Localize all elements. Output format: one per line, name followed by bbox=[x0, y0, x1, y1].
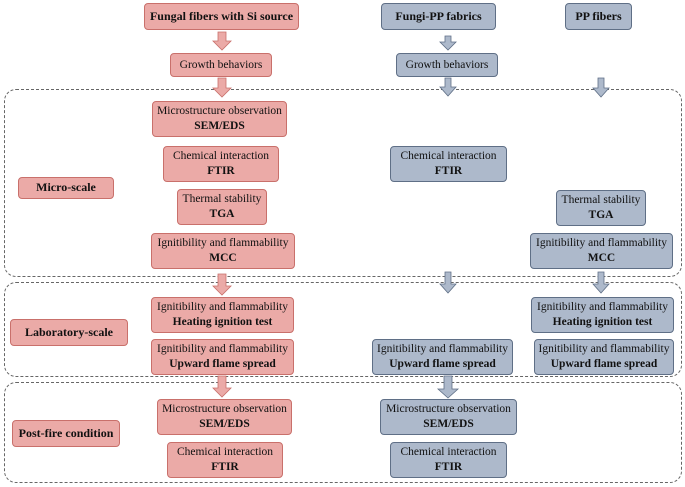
header-fungi-pp-label: Fungi-PP fabrics bbox=[395, 8, 482, 23]
micro-fungipp-chemical-method: FTIR bbox=[434, 165, 463, 177]
micro-pp-ignitibility-method: MCC bbox=[587, 252, 616, 264]
post-fungipp-microstructure-title: Microstructure observation bbox=[386, 403, 511, 416]
micro-fungal-microstructure-title: Microstructure observation bbox=[157, 105, 282, 118]
laboratory-scale-label: Laboratory-scale bbox=[25, 324, 113, 339]
micro-pp-thermal-method: TGA bbox=[588, 209, 614, 221]
arrow-fungal-3 bbox=[212, 273, 232, 296]
micro-pp-ignitibility-title: Ignitibility and flammability bbox=[536, 237, 667, 250]
arrow-fungipp-4 bbox=[436, 375, 460, 399]
lab-fungal-heating-ignition: Ignitibility and flammability Heating ig… bbox=[151, 297, 294, 333]
lab-fungipp-upward-flame: Ignitibility and flammability Upward fla… bbox=[372, 339, 513, 375]
post-fungipp-chemical: Chemical interaction FTIR bbox=[390, 442, 507, 478]
arrow-fungal-2 bbox=[212, 77, 232, 98]
lab-fungal-heating-method: Heating ignition test bbox=[172, 316, 273, 328]
lab-fungal-upward-title: Ignitibility and flammability bbox=[157, 343, 288, 356]
post-fungipp-microstructure-method: SEM/EDS bbox=[423, 418, 474, 430]
arrow-pp-1 bbox=[592, 77, 610, 98]
arrow-fungipp-3 bbox=[439, 271, 457, 294]
header-fungal-fibers-label: Fungal fibers with Si source bbox=[149, 8, 294, 23]
post-fungal-microstructure-title: Microstructure observation bbox=[162, 403, 287, 416]
arrow-fungipp-1 bbox=[439, 35, 457, 51]
lab-pp-upward-title: Ignitibility and flammability bbox=[538, 343, 670, 356]
header-fungi-pp-fabrics: Fungi-PP fabrics bbox=[381, 3, 496, 30]
fungipp-growth-behaviors: Growth behaviors bbox=[396, 53, 498, 77]
arrow-fungipp-2 bbox=[439, 77, 457, 97]
micro-fungal-ignitibility-method: MCC bbox=[209, 252, 237, 264]
micro-pp-ignitibility: Ignitibility and flammability MCC bbox=[530, 233, 673, 269]
lab-fungal-heating-title: Ignitibility and flammability bbox=[157, 301, 288, 314]
micro-scale-label: Micro-scale bbox=[36, 180, 96, 195]
micro-fungal-chemical-method: FTIR bbox=[207, 165, 235, 177]
micro-fungal-ignitibility: Ignitibility and flammability MCC bbox=[151, 233, 295, 269]
lab-pp-heating-ignition: Ignitibility and flammability Heating ig… bbox=[531, 297, 674, 333]
fungal-growth-label: Growth behaviors bbox=[179, 58, 263, 71]
post-fungal-microstructure: Microstructure observation SEM/EDS bbox=[157, 399, 292, 435]
micro-fungal-thermal-title: Thermal stability bbox=[182, 193, 262, 206]
laboratory-scale-section bbox=[4, 282, 682, 377]
micro-fungal-ignitibility-title: Ignitibility and flammability bbox=[157, 237, 289, 250]
header-fungal-fibers: Fungal fibers with Si source bbox=[144, 3, 299, 30]
post-fungipp-chemical-method: FTIR bbox=[434, 461, 463, 473]
arrow-fungal-1 bbox=[212, 31, 232, 51]
micro-fungal-thermal-method: TGA bbox=[209, 208, 235, 220]
lab-fungal-upward-flame: Ignitibility and flammability Upward fla… bbox=[151, 339, 294, 375]
lab-fungipp-upward-method: Upward flame spread bbox=[389, 358, 496, 370]
lab-pp-heating-method: Heating ignition test bbox=[552, 316, 653, 328]
micro-pp-thermal: Thermal stability TGA bbox=[556, 190, 646, 226]
post-fire-section bbox=[4, 382, 682, 483]
section-label-laboratory-scale: Laboratory-scale bbox=[10, 319, 128, 346]
micro-fungal-microstructure: Microstructure observation SEM/EDS bbox=[152, 101, 287, 137]
post-fungipp-chemical-title: Chemical interaction bbox=[400, 446, 497, 459]
header-pp-label: PP fibers bbox=[575, 8, 622, 23]
lab-fungipp-upward-title: Ignitibility and flammability bbox=[377, 343, 508, 356]
post-fire-label: Post-fire condition bbox=[18, 425, 114, 440]
fungipp-growth-label: Growth behaviors bbox=[405, 58, 489, 71]
micro-fungipp-chemical-title: Chemical interaction bbox=[400, 150, 497, 163]
lab-pp-upward-flame: Ignitibility and flammability Upward fla… bbox=[534, 339, 674, 375]
micro-fungal-chemical-title: Chemical interaction bbox=[172, 150, 270, 163]
lab-pp-upward-method: Upward flame spread bbox=[550, 358, 658, 370]
micro-fungal-thermal: Thermal stability TGA bbox=[177, 189, 267, 225]
post-fungal-chemical-title: Chemical interaction bbox=[176, 446, 274, 459]
post-fungal-chemical: Chemical interaction FTIR bbox=[167, 442, 283, 478]
micro-fungal-chemical: Chemical interaction FTIR bbox=[163, 146, 279, 182]
fungal-growth-behaviors: Growth behaviors bbox=[170, 53, 272, 77]
section-label-post-fire: Post-fire condition bbox=[12, 420, 120, 447]
lab-pp-heating-title: Ignitibility and flammability bbox=[537, 301, 668, 314]
header-pp-fibers: PP fibers bbox=[565, 3, 632, 30]
post-fungal-microstructure-method: SEM/EDS bbox=[199, 418, 250, 430]
arrow-pp-2 bbox=[592, 271, 610, 294]
arrow-fungal-4 bbox=[212, 375, 232, 398]
post-fungal-chemical-method: FTIR bbox=[211, 461, 239, 473]
section-label-micro-scale: Micro-scale bbox=[18, 177, 114, 199]
lab-fungal-upward-method: Upward flame spread bbox=[169, 358, 276, 370]
micro-scale-section bbox=[4, 89, 682, 277]
micro-fungal-microstructure-method: SEM/EDS bbox=[194, 120, 245, 132]
post-fungipp-microstructure: Microstructure observation SEM/EDS bbox=[380, 399, 517, 435]
micro-fungipp-chemical: Chemical interaction FTIR bbox=[390, 146, 507, 182]
micro-pp-thermal-title: Thermal stability bbox=[561, 194, 641, 207]
